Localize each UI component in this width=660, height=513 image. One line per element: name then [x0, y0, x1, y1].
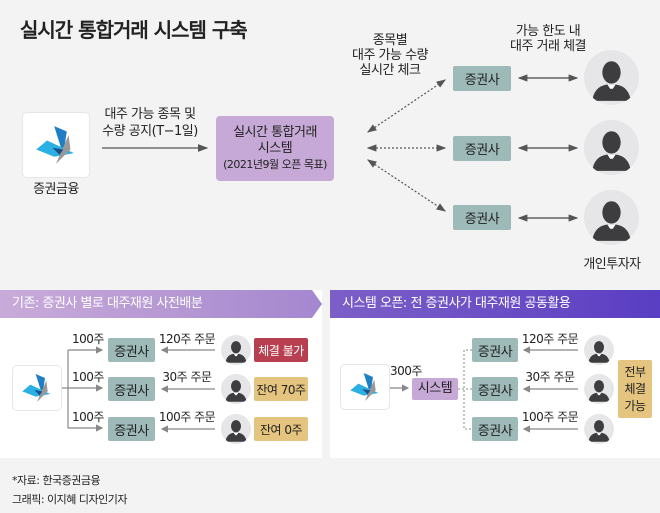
investor-icon — [584, 120, 639, 175]
trade-line: 대주 거래 체결 — [509, 39, 587, 54]
ksfc-logo — [12, 365, 62, 411]
investor-icon — [221, 374, 251, 404]
investor-icon — [584, 190, 639, 245]
ksfc-logo-icon — [17, 371, 57, 405]
broker-box: 증권사 — [108, 377, 155, 401]
notice-line: 대주 가능 종목 및 — [104, 107, 196, 122]
broker-box: 증권사 — [472, 377, 518, 401]
broker-box: 증권사 — [108, 417, 155, 441]
check-text: 종목별 대주 가능 수량 실시간 체크 — [340, 33, 440, 78]
check-line: 대주 가능 수량 — [351, 48, 429, 63]
integrated-system-box: 실시간 통합거래 시스템 (2021년9월 오픈 목표) — [216, 116, 334, 181]
order-label: 30주 주문 — [162, 370, 212, 384]
alloc-label: 100주 — [72, 332, 104, 346]
system-box: 시스템 — [412, 378, 458, 400]
investor-icon — [584, 335, 614, 365]
result-badge-remaining: 잔여 0주 — [254, 417, 308, 441]
broker-box: 증권사 — [472, 338, 518, 362]
order-label: 120주 주문 — [158, 332, 216, 346]
investor-icon — [584, 374, 614, 404]
trade-text: 가능 한도 내 대주 거래 체결 — [498, 24, 598, 54]
order-label: 100주 주문 — [521, 410, 579, 424]
after-header: 시스템 오픈: 전 증권사가 대주재원 공동활용 — [330, 290, 660, 318]
alloc-label: 300주 — [390, 364, 422, 378]
order-label: 100주 주문 — [158, 410, 216, 424]
before-header: 기존: 증권사 별로 대주재원 사전배분 — [0, 290, 322, 318]
ksfc-logo — [340, 364, 390, 410]
system-target-date: (2021년9월 오픈 목표) — [223, 157, 327, 171]
ksfc-logo-icon — [345, 370, 385, 404]
order-label: 30주 주문 — [525, 370, 575, 384]
source-note: *자료: 한국증권금융 — [12, 474, 101, 487]
system-title: 시스템 — [257, 140, 293, 156]
source-label: 증권금융 — [33, 182, 79, 197]
notice-text: 대주 가능 종목 및 수량 공지(T−1일) — [98, 106, 202, 140]
ksfc-logo-icon — [29, 122, 83, 168]
order-label: 120주 주문 — [521, 332, 579, 346]
result-badge-fail: 체결 불가 — [254, 338, 308, 362]
page-title: 실시간 통합거래 시스템 구축 — [20, 18, 248, 42]
investor-icon — [584, 50, 639, 105]
result-badge-all-filled: 전부 체결 가능 — [618, 360, 652, 418]
trade-line: 가능 한도 내 — [515, 24, 581, 39]
top-connectors — [102, 74, 579, 222]
system-title: 실시간 통합거래 — [233, 124, 317, 140]
investor-label: 개인투자자 — [583, 257, 641, 272]
broker-box: 증권사 — [453, 66, 511, 91]
investor-icon — [221, 335, 251, 365]
result-line: 전부 — [624, 364, 646, 379]
result-badge-remaining: 잔여 70주 — [254, 377, 308, 401]
investor-icon — [584, 414, 614, 444]
result-line: 가능 — [624, 398, 646, 413]
alloc-label: 100주 — [72, 370, 104, 384]
check-line: 실시간 체크 — [359, 63, 421, 78]
broker-box: 증권사 — [108, 338, 155, 362]
graphic-credit: 그래픽: 이지혜 디자인기자 — [12, 493, 128, 506]
result-line: 체결 — [624, 381, 646, 396]
broker-box: 증권사 — [453, 205, 511, 230]
broker-box: 증권사 — [453, 136, 511, 161]
alloc-label: 100주 — [72, 410, 104, 424]
notice-line: 수량 공지(T−1일) — [102, 124, 198, 139]
ksfc-logo — [22, 112, 90, 178]
check-line: 종목별 — [372, 33, 408, 48]
broker-box: 증권사 — [472, 417, 518, 441]
investor-icon — [221, 414, 251, 444]
